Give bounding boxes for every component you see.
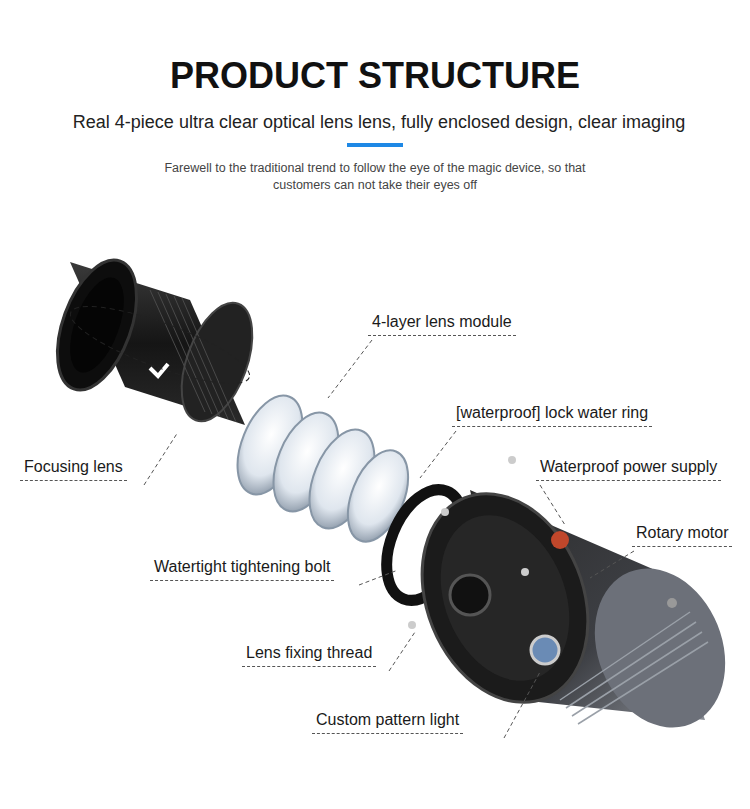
note-text: Farewell to the traditional trend to fol… [150, 160, 600, 194]
subtitle: Real 4-piece ultra clear optical lens le… [4, 111, 750, 133]
part-label: Watertight tightening bolt [150, 557, 334, 581]
leader-lines [144, 340, 634, 738]
part-label: Focusing lens [20, 457, 127, 481]
projector-body [392, 456, 748, 747]
part-label: Rotary motor [632, 523, 732, 547]
part-label: Custom pattern light [312, 710, 463, 734]
part-label: Lens fixing thread [242, 643, 376, 667]
part-label: [waterproof] lock water ring [452, 403, 652, 427]
part-label: Waterproof power supply [536, 457, 721, 481]
page-title: PRODUCT STRUCTURE [0, 55, 750, 97]
focusing-lens-tube [42, 249, 267, 430]
accent-bar [347, 143, 403, 147]
part-label: 4-layer lens module [368, 312, 516, 336]
